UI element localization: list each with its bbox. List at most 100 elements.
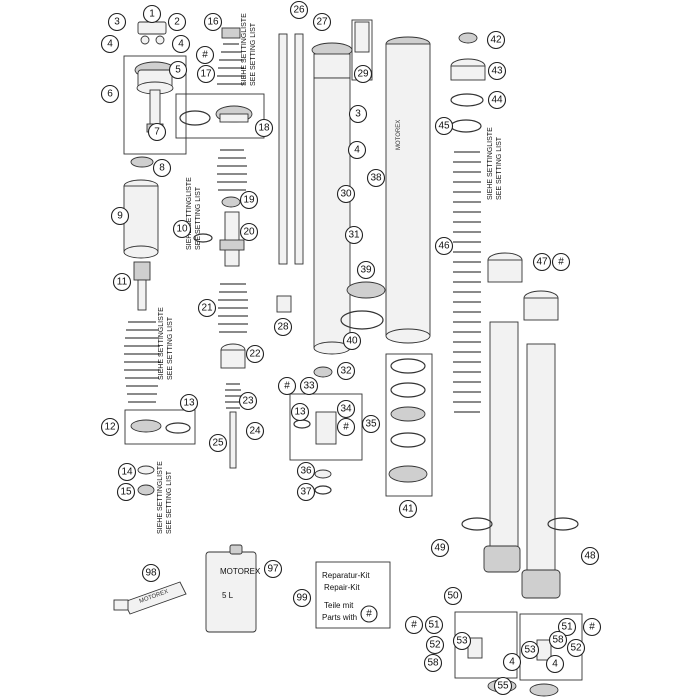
setting-note-de: SIEHE SETTINGLISTE (158, 307, 165, 380)
callout-24: 24 (245, 421, 265, 441)
callout-circle (289, 0, 309, 20)
callout-number: 33 (303, 381, 315, 392)
callout-40: 40 (342, 331, 362, 351)
callout-circle (116, 482, 136, 502)
callout-number: 47 (536, 257, 548, 268)
callout-number: 46 (438, 241, 450, 252)
callout-7: 7 (147, 122, 167, 142)
callout-circle (100, 34, 120, 54)
callout-number: 26 (293, 5, 305, 16)
callout-number: 53 (524, 645, 536, 656)
callout-58: 58 (423, 653, 443, 673)
callout-number: # (343, 422, 349, 433)
base-valve-group (289, 366, 363, 495)
callout-number: 34 (340, 404, 352, 415)
callout-circle (532, 252, 552, 272)
callout-number: 3 (355, 109, 361, 120)
callout-16: 16 (203, 12, 223, 32)
callout-circle (112, 272, 132, 292)
callout-circle (263, 559, 283, 579)
callout-number: 42 (490, 35, 502, 46)
callout-number: 53 (456, 636, 468, 647)
setting-notes: SIEHE SETTINGLISTE SEE SETTING LIST SIEHE … (157, 13, 503, 534)
callout-circle (179, 393, 199, 413)
callout-circle (566, 638, 586, 658)
callout-circle (425, 635, 445, 655)
inner-rods-group (276, 19, 373, 355)
callout-number: # (558, 257, 564, 268)
callout-39: 39 (356, 260, 376, 280)
callout-17: 17 (196, 64, 216, 84)
callout-number: 44 (491, 95, 503, 106)
callout-circle (493, 676, 513, 696)
callout-number: 49 (434, 543, 446, 554)
callout-hash: # (551, 252, 571, 272)
callout-hash: # (277, 376, 297, 396)
callout-27: 27 (312, 12, 332, 32)
callout-number: 51 (428, 620, 440, 631)
callout-circle (203, 12, 223, 32)
setting-note-de: SIEHE SETTINGLISTE (186, 177, 193, 250)
callout-number: 35 (365, 419, 377, 430)
callout-number: 99 (296, 593, 308, 604)
callout-circle (245, 344, 265, 364)
repair-kit-line1: Reparatur-Kit (322, 571, 370, 580)
callout-circle (557, 617, 577, 637)
callout-number: 21 (201, 303, 213, 314)
callout-15: 15 (116, 482, 136, 502)
oil-can-volume: 5 L (222, 591, 234, 600)
callout-circle (141, 563, 161, 583)
callout-number: 4 (178, 39, 184, 50)
callout-45: 45 (434, 116, 454, 136)
callout-circle (336, 417, 356, 437)
callout-32: 32 (336, 361, 356, 381)
callout-37: 37 (296, 482, 316, 502)
callout-30: 30 (336, 184, 356, 204)
callout-circle (434, 236, 454, 256)
callout-29: 29 (353, 64, 373, 84)
callout-circle (545, 654, 565, 674)
callout-circle (548, 630, 568, 650)
callout-number: 38 (370, 173, 382, 184)
callout-circle (100, 417, 120, 437)
callout-number: 50 (447, 591, 459, 602)
callout-number: 4 (552, 659, 558, 670)
callout-53: 53 (452, 631, 472, 651)
callout-number: 45 (438, 121, 450, 132)
callout-number: 41 (402, 504, 414, 515)
callout-circle (147, 122, 167, 142)
callout-50: 50 (443, 586, 463, 606)
callout-circle (273, 317, 293, 337)
callout-46: 46 (434, 236, 454, 256)
callout-51: 51 (424, 615, 444, 635)
setting-note-en: SEE SETTING LIST (496, 136, 503, 200)
callout-circle (342, 331, 362, 351)
callout-number: 40 (346, 336, 358, 347)
callout-1: 1 (142, 4, 162, 24)
callout-number: 3 (114, 17, 120, 28)
callout-circle (452, 631, 472, 651)
callout-circle (423, 653, 443, 673)
repair-kit-line3: Teile mit (324, 601, 354, 610)
callout-number: # (202, 50, 208, 61)
callout-number: 23 (242, 396, 254, 407)
callout-circle (238, 391, 258, 411)
callout-number: 30 (340, 189, 352, 200)
rebound-damper-group (175, 27, 265, 469)
setting-note-de: SIEHE SETTINGLISTE (241, 13, 248, 86)
repair-kit-line4: Parts with (322, 613, 357, 622)
callout-number: 4 (509, 657, 515, 668)
callout-10: 10 (172, 219, 192, 239)
callout-circle (254, 118, 274, 138)
callout-20: 20 (239, 222, 259, 242)
callout-number: 36 (300, 466, 312, 477)
callout-number: 58 (552, 635, 564, 646)
callout-circle (348, 104, 368, 124)
callout-circle (443, 586, 463, 606)
callout-circle (195, 45, 215, 65)
callout-19: 19 (239, 190, 259, 210)
callout-number: 7 (154, 127, 160, 138)
callout-58: 58 (548, 630, 568, 650)
callout-circle (582, 617, 602, 637)
